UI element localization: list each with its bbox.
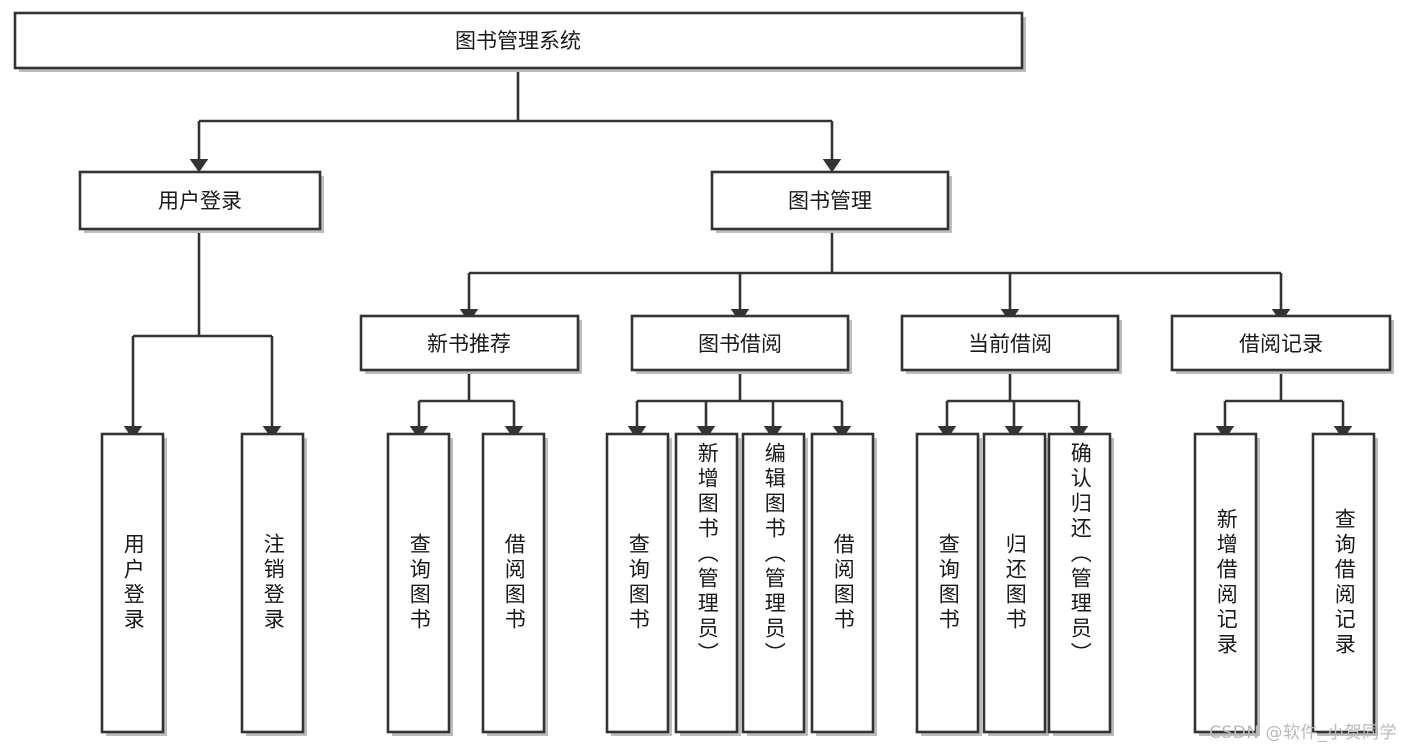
node-box-leaf-book-borrow-3[interactable]: [741, 432, 806, 734]
node-box-leaf-book-borrow-1[interactable]: [605, 432, 670, 734]
label-new-book-recommend: 新书推荐: [427, 332, 511, 356]
node-box-leaf-current-borrow-2[interactable]: [982, 432, 1047, 734]
node-box-book-manage[interactable]: [710, 170, 950, 231]
label-borrow-record: 借阅记录: [1239, 332, 1323, 356]
node-box-borrow-record[interactable]: [1170, 314, 1392, 372]
node-box-leaf-book-borrow-2[interactable]: [674, 432, 739, 734]
label-current-borrow: 当前借阅: [968, 332, 1052, 356]
node-box-leaf-borrow-record-1[interactable]: [1193, 432, 1258, 734]
node-box-current-borrow[interactable]: [900, 314, 1120, 372]
csdn-watermark: CSDN @软件_小贺同学: [1209, 723, 1397, 743]
label-user-login: 用户登录: [158, 189, 242, 213]
node-box-leaf-user-login-1[interactable]: [100, 432, 165, 734]
node-box-user-login[interactable]: [78, 170, 322, 231]
node-box-layer: [13, 11, 1394, 736]
label-root: 图书管理系统: [455, 29, 581, 53]
label-book-manage: 图书管理: [788, 189, 872, 213]
node-box-leaf-book-borrow-4[interactable]: [810, 432, 875, 734]
node-box-leaf-new-book-1[interactable]: [386, 432, 451, 734]
node-box-leaf-current-borrow-1[interactable]: [915, 432, 980, 734]
horizontal-label-layer: 图书管理系统 用户登录 图书管理 新书推荐 图书借阅 当前借阅 借阅记录: [158, 29, 1323, 356]
node-box-leaf-new-book-2[interactable]: [481, 432, 546, 734]
connector-layer: [123, 68, 1353, 440]
node-box-new-book-recommend[interactable]: [359, 314, 580, 372]
node-box-leaf-user-login-2[interactable]: [240, 432, 305, 734]
node-box-leaf-current-borrow-3[interactable]: [1047, 432, 1112, 734]
node-box-root[interactable]: [13, 11, 1024, 70]
label-book-borrow: 图书借阅: [698, 332, 782, 356]
node-box-leaf-borrow-record-2[interactable]: [1311, 432, 1376, 734]
node-box-book-borrow[interactable]: [630, 314, 850, 372]
